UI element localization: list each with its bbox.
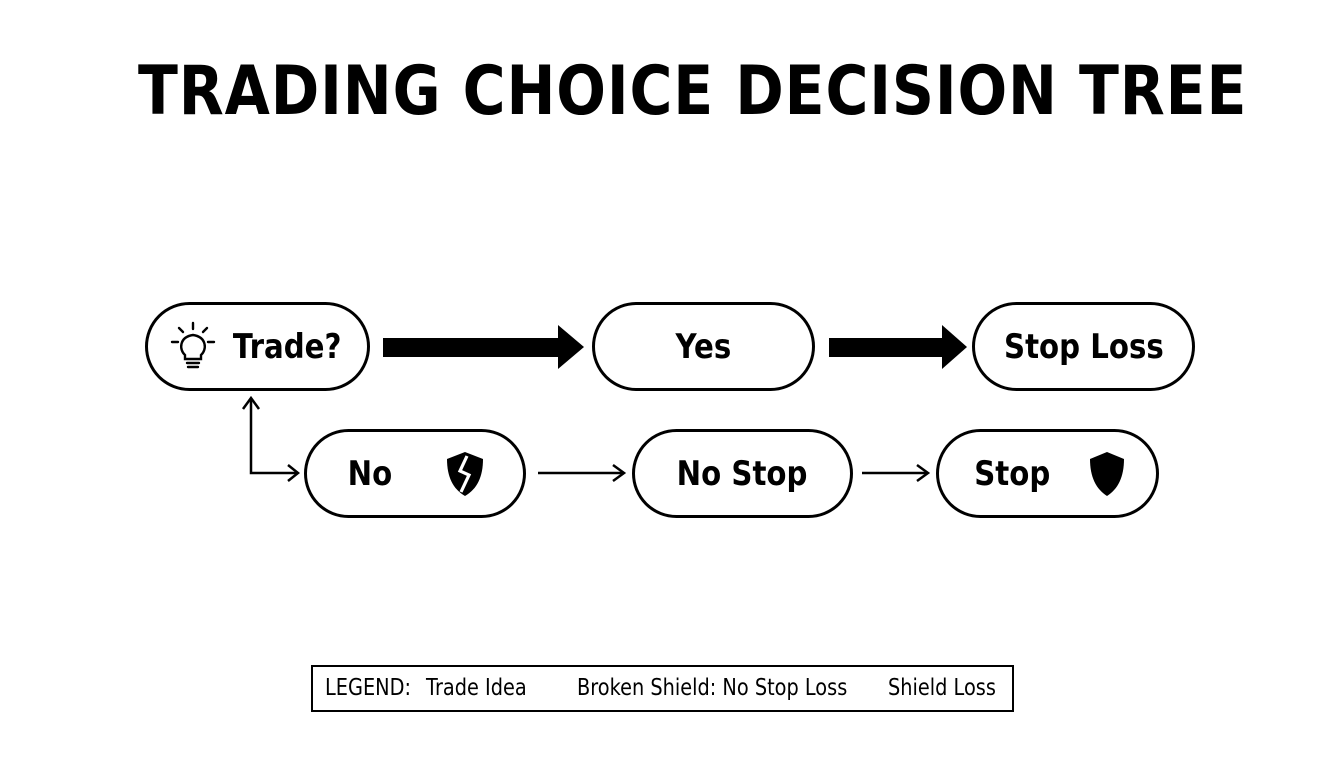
node-stop-loss-label: Stop Loss xyxy=(1003,326,1164,367)
node-no-label: No xyxy=(347,453,393,494)
node-trade: Trade? xyxy=(145,302,370,391)
arrow-yes-to-stop-loss xyxy=(829,325,967,369)
arrow-no-to-trade xyxy=(241,395,301,482)
arrow-trade-to-yes xyxy=(383,325,584,369)
lightbulb-icon xyxy=(168,321,218,373)
legend-item-trade-idea: Trade Idea xyxy=(426,675,527,701)
node-no-stop-label: No Stop xyxy=(677,453,808,494)
node-trade-label: Trade? xyxy=(232,326,342,367)
legend-item-broken-shield: Broken Shield: No Stop Loss xyxy=(577,675,848,701)
legend-item-shield-loss: Shield Loss xyxy=(888,675,996,701)
legend: LEGEND: Trade Idea Broken Shield: No Sto… xyxy=(311,665,1014,712)
node-stop: Stop xyxy=(936,429,1159,518)
node-stop-loss: Stop Loss xyxy=(972,302,1195,391)
shield-icon xyxy=(1087,450,1127,498)
arrow-no-to-no-stop xyxy=(538,463,627,483)
node-yes-label: Yes xyxy=(675,326,732,367)
node-yes: Yes xyxy=(592,302,815,391)
broken-shield-icon xyxy=(444,450,486,498)
diagram-title: TRADING CHOICE DECISION TREE xyxy=(138,52,1248,131)
node-no-stop: No Stop xyxy=(632,429,853,518)
legend-heading: LEGEND: xyxy=(325,675,411,701)
node-no: No xyxy=(304,429,526,518)
arrow-no-stop-to-stop xyxy=(862,463,931,483)
node-stop-label: Stop xyxy=(974,453,1051,494)
